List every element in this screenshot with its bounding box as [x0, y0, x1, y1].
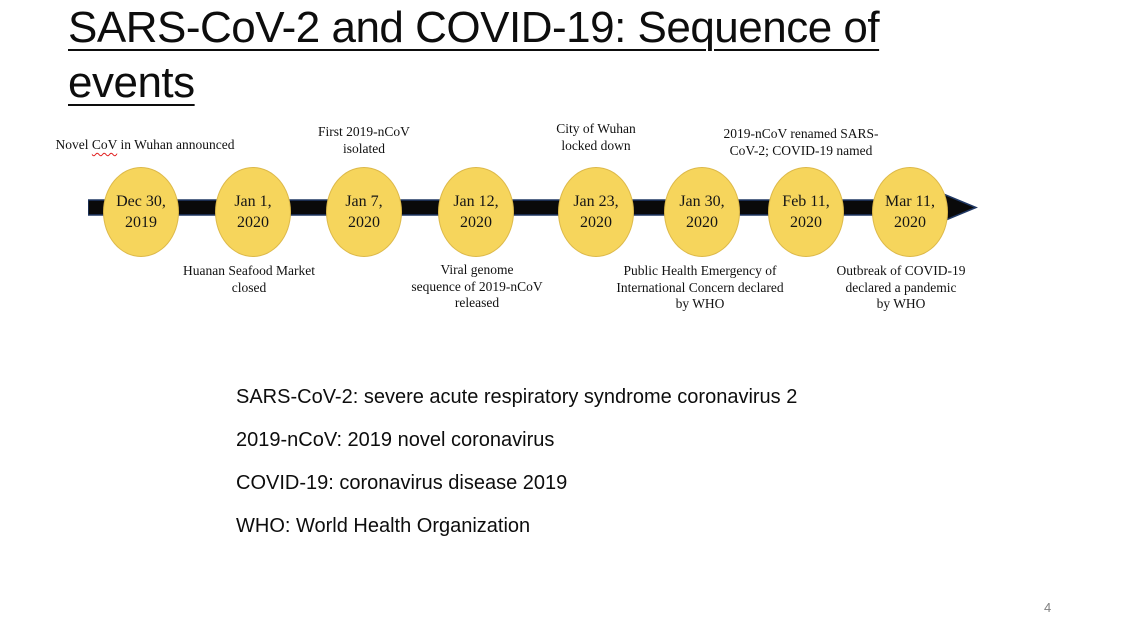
timeline-node-jan23: Jan 23,2020	[558, 167, 634, 257]
timeline-node-date: Mar 11,2020	[884, 193, 936, 231]
definitions-list: SARS-CoV-2: severe acute respiratory syn…	[236, 386, 797, 558]
misspelled-word: CoV	[91, 137, 118, 152]
event-label-market-closed: Huanan Seafood Market closed	[183, 263, 315, 295]
slide-title: SARS-CoV-2 and COVID-19: Sequence of eve…	[68, 0, 968, 110]
timeline-node-jan7: Jan 7,2020	[326, 167, 402, 257]
timeline-node-date: Feb 11,2020	[782, 193, 830, 231]
timeline-node-jan12: Jan 12,2020	[438, 167, 514, 257]
event-label-renamed: 2019-nCoV renamed SARS- CoV-2; COVID-19 …	[723, 126, 879, 158]
timeline-node-date: Jan 12,2020	[453, 193, 499, 231]
event-label-pheic: Public Health Emergency of International…	[616, 263, 784, 311]
timeline-node-date: Jan 23,2020	[573, 193, 619, 231]
event-label-genome-released: Viral genome sequence of 2019-nCoV relea…	[411, 262, 543, 310]
timeline-node-dec30: Dec 30,2019	[103, 167, 179, 257]
event-label-wuhan-lockdown: City of Wuhan locked down	[556, 121, 636, 153]
definition-2019-ncov: 2019-nCoV: 2019 novel coronavirus	[236, 429, 555, 451]
definition-sars-cov-2: SARS-CoV-2: severe acute respiratory syn…	[236, 386, 798, 408]
timeline-node-date: Jan 7,2020	[345, 193, 383, 231]
timeline-node-jan30: Jan 30,2020	[664, 167, 740, 257]
slide-title-line2: events	[68, 58, 195, 107]
timeline-node-jan1: Jan 1,2020	[215, 167, 291, 257]
timeline-node-date: Dec 30,2019	[116, 193, 166, 231]
timeline-node-mar11: Mar 11,2020	[872, 167, 948, 257]
timeline-node-date: Jan 1,2020	[234, 193, 272, 231]
timeline-node-date: Jan 30,2020	[679, 193, 725, 231]
event-label-first-isolated: First 2019-nCoV isolated	[318, 124, 410, 156]
slide-title-line1: SARS-CoV-2 and COVID-19: Sequence of	[68, 3, 880, 52]
definition-covid-19: COVID-19: coronavirus disease 2019	[236, 472, 568, 494]
event-label-pandemic: Outbreak of COVID-19 declared a pandemic…	[836, 263, 966, 311]
definition-who: WHO: World Health Organization	[236, 515, 531, 537]
page-number: 4	[1044, 600, 1052, 615]
timeline-node-feb11: Feb 11,2020	[768, 167, 844, 257]
event-label-novel-cov: Novel CoV in Wuhan announced	[55, 137, 235, 152]
